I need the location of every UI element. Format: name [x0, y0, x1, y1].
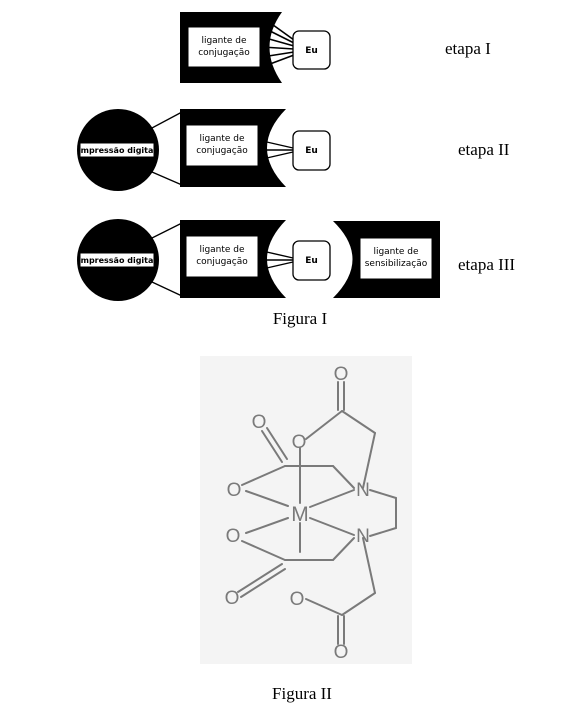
figure-1: ligante de conjugação Eu etapa I impress… — [77, 12, 515, 328]
fingerprint-label: impressão digital — [78, 146, 157, 155]
structure-background — [200, 356, 412, 664]
conjugation-ligand-label-line1: ligante de — [201, 36, 247, 46]
eu-ion-box — [292, 30, 331, 70]
conjugation-ligand-label-line1: ligante de — [199, 245, 245, 255]
stage-3-label: etapa III — [458, 255, 515, 274]
metal-atom: M — [291, 503, 309, 526]
eu-ion-box — [292, 130, 331, 171]
eu-ion-label: Eu — [305, 46, 318, 56]
sensitization-ligand-label-line2: sensibilização — [365, 259, 428, 269]
stage-2-assembly: impressão digital ligante de conjugação … — [77, 109, 510, 191]
conjugation-ligand-label-line2: conjugação — [198, 48, 250, 58]
conjugation-ligand-label-line1: ligante de — [199, 134, 245, 144]
conjugation-ligand-label-line2: conjugação — [196, 146, 248, 156]
figure-2-structure: O O O O O O O O N N M — [200, 356, 412, 664]
fingerprint-label: impressão digital — [78, 256, 157, 265]
binding-lines — [261, 16, 295, 68]
sensitization-ligand-label-line1: ligante de — [373, 247, 419, 257]
stage-2-label: etapa II — [458, 140, 510, 159]
nitrogen-atom: N — [356, 526, 370, 547]
stage-1-assembly: ligante de conjugação Eu etapa I — [180, 12, 491, 83]
stage-1-label: etapa I — [445, 39, 491, 58]
sensitization-ligand-label-box — [359, 237, 433, 280]
conjugation-ligand-label-box — [185, 235, 259, 278]
figure-2-caption: Figura II — [272, 684, 332, 703]
binding-lines — [257, 249, 294, 271]
oxygen-atom: O — [227, 480, 242, 501]
bond-lines — [237, 381, 397, 645]
eu-ion-label: Eu — [305, 256, 318, 266]
fingerprint-label-box — [79, 252, 155, 268]
conjugation-ligand-label-line2: conjugação — [196, 257, 248, 267]
conjugation-ligand-label-box — [187, 26, 261, 68]
nitrogen-atom: N — [356, 480, 370, 501]
oxygen-atom: O — [226, 526, 241, 547]
fingerprint-link-top — [151, 222, 183, 239]
atom-labels: O O O O O O O O N N M — [225, 364, 370, 663]
stage-3-assembly: impressão digital ligante de conjugação … — [77, 219, 515, 301]
fingerprint-link-top — [151, 111, 183, 129]
oxygen-atom: O — [334, 642, 349, 663]
oxygen-atom: O — [225, 588, 240, 609]
oxygen-atom: O — [290, 589, 305, 610]
fingerprint-link-bottom — [151, 171, 183, 186]
conjugation-ligand-label-box — [185, 124, 259, 167]
oxygen-atom: O — [334, 364, 349, 385]
fingerprint-link-bottom — [151, 281, 183, 297]
oxygen-atom: O — [252, 412, 267, 433]
fingerprint-label-box — [79, 142, 155, 158]
figure-1-caption: Figura I — [273, 309, 328, 328]
binding-lines — [257, 139, 294, 161]
oxygen-atom: O — [292, 432, 307, 453]
eu-ion-label: Eu — [305, 146, 318, 156]
eu-ion-box — [292, 240, 331, 281]
